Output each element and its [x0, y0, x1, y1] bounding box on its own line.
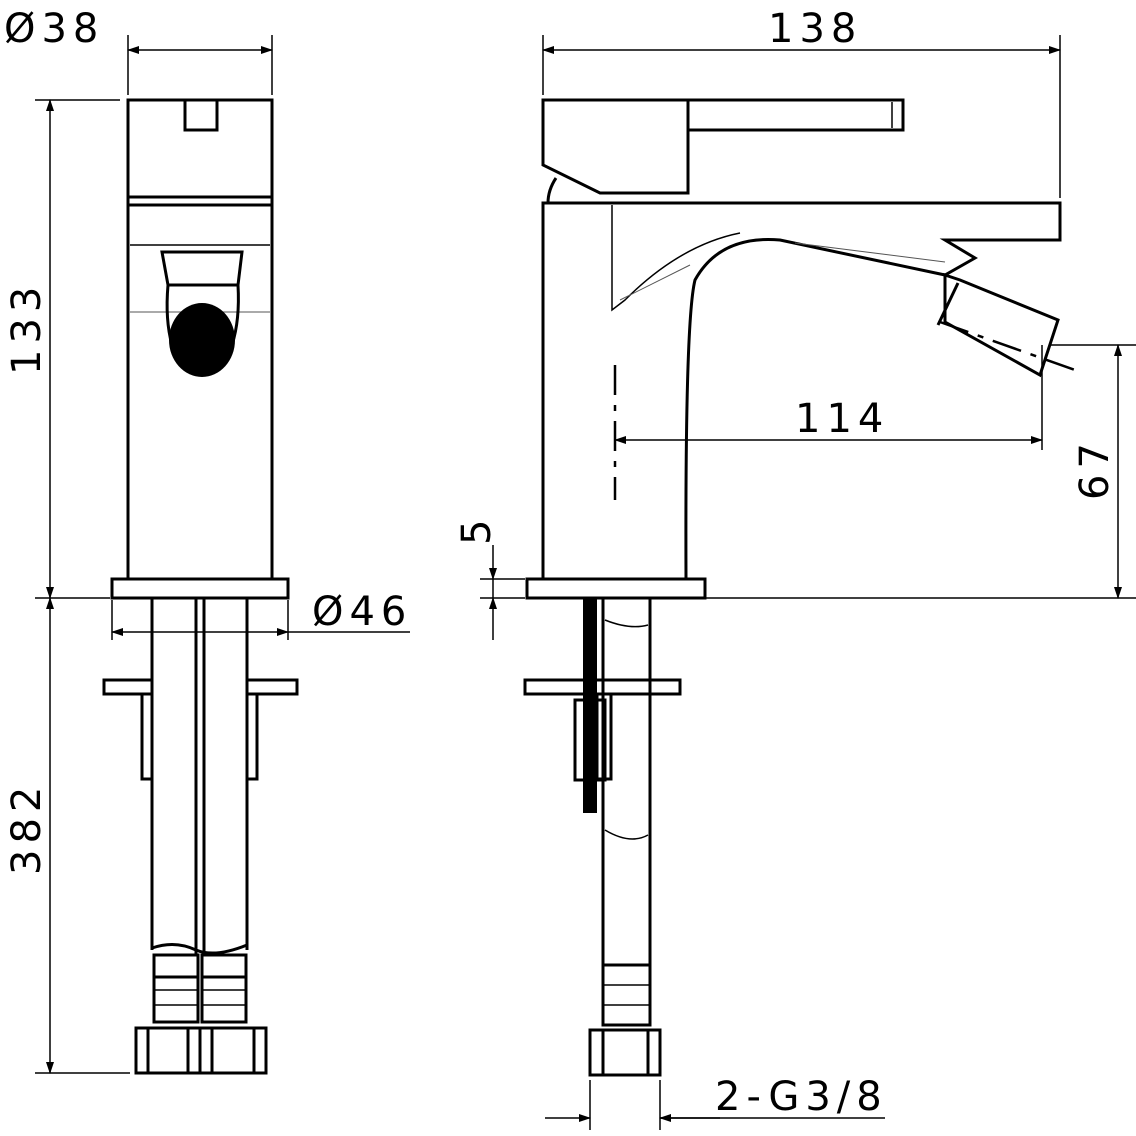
dimension-labels: Ø38 138 133 Ø46 382 5 114 67 2-G3/8 [4, 6, 1118, 1120]
dim-body-height: 133 [4, 281, 50, 375]
dim-top-diameter: Ø38 [4, 6, 104, 52]
dim-overall-width: 138 [768, 6, 862, 52]
dim-base-diameter: Ø46 [312, 589, 412, 635]
dim-connection: 2-G3/8 [715, 1074, 888, 1120]
dim-spout-height: 67 [1072, 437, 1118, 500]
dim-spout-reach: 114 [795, 396, 889, 442]
side-view [523, 98, 1076, 1077]
dim-base-thickness: 5 [454, 514, 500, 545]
front-view [102, 98, 299, 1075]
dimension-lines [35, 35, 1136, 1130]
dim-below-height: 382 [4, 781, 50, 875]
